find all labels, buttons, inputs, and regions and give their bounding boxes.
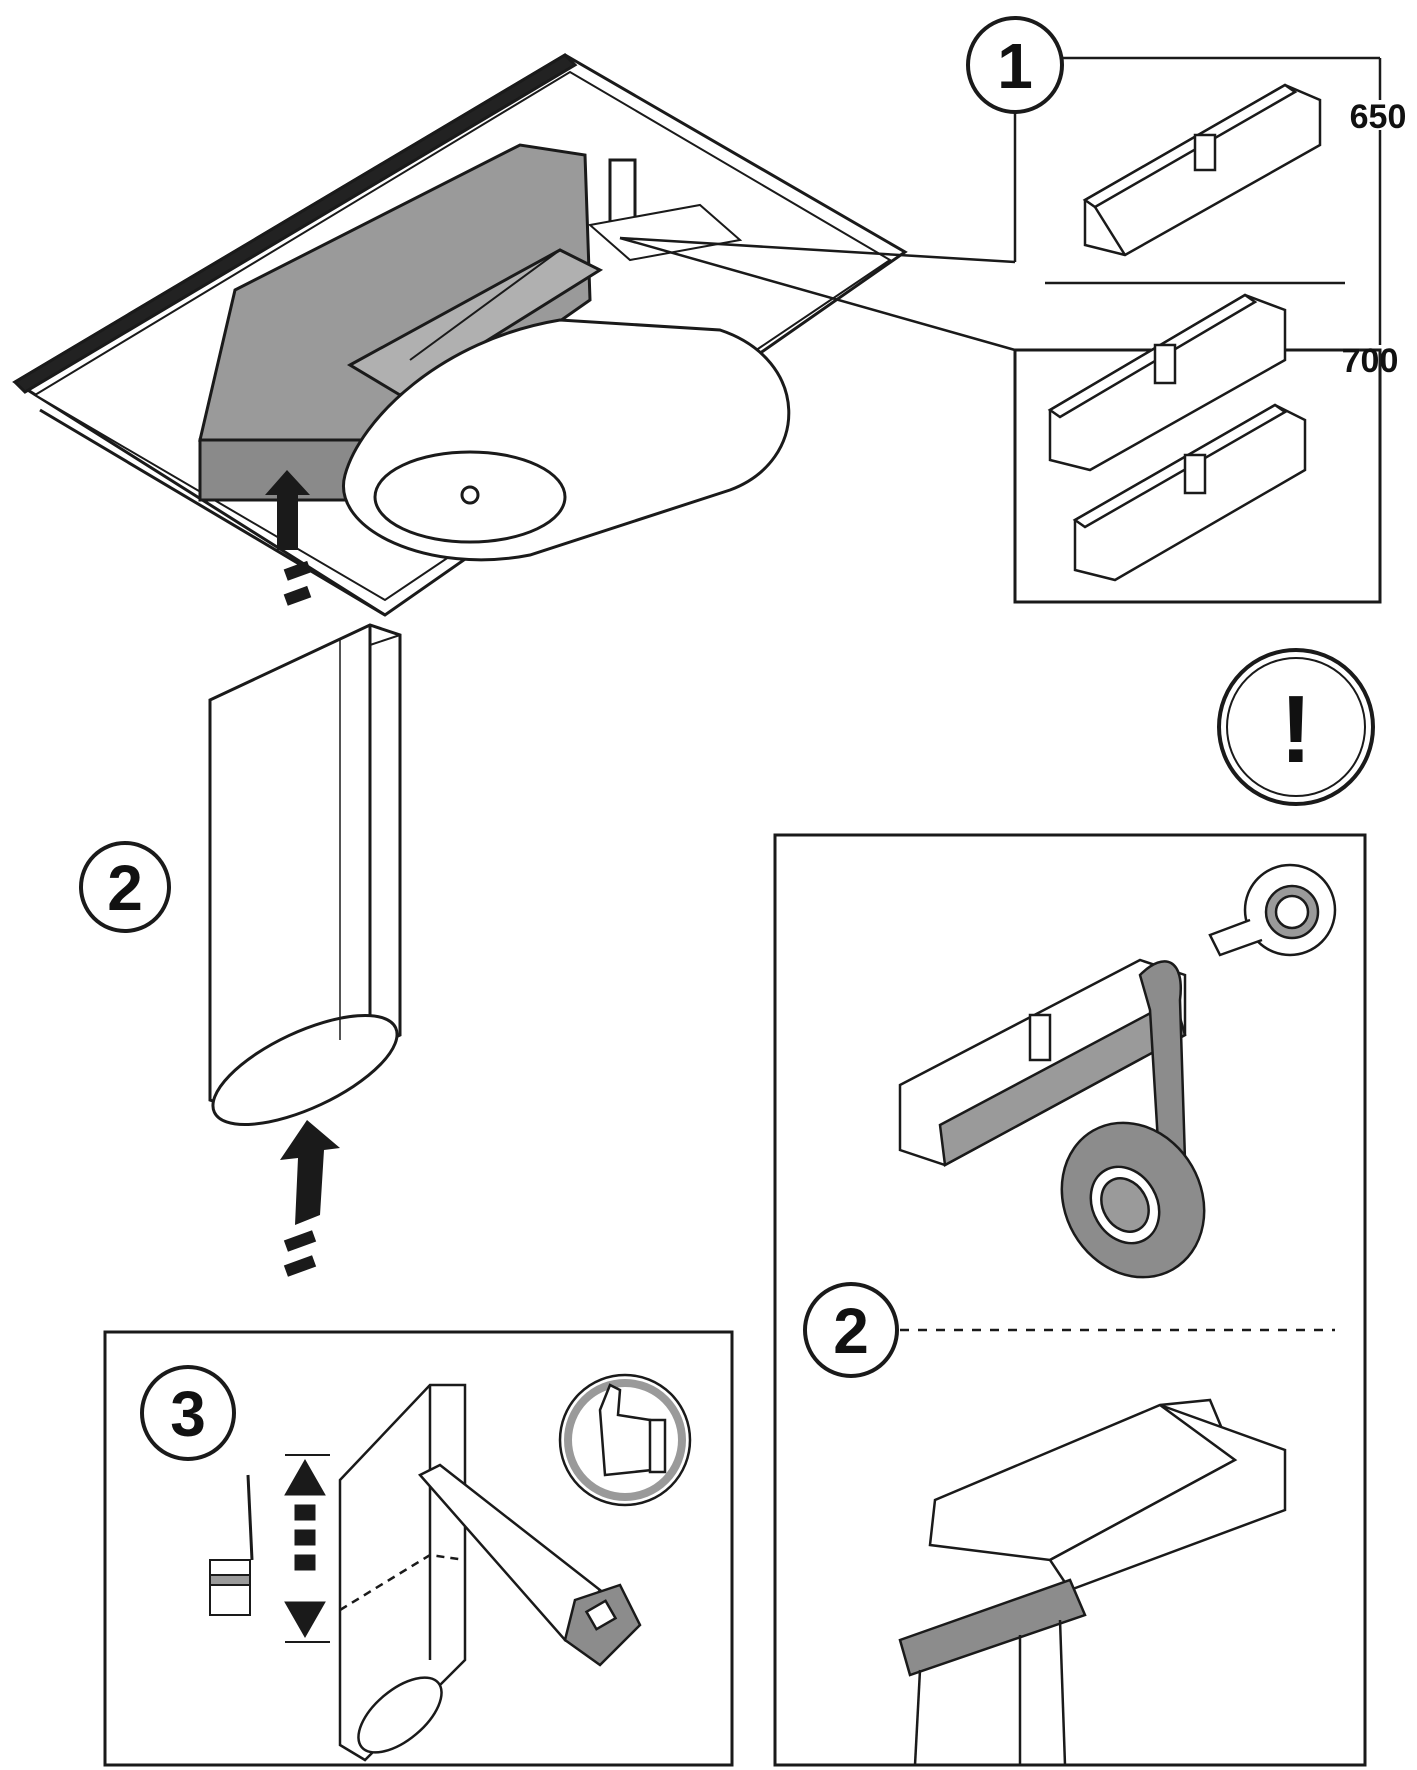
step-2-tape: 2	[803, 1282, 1335, 1378]
flat-duct	[208, 623, 402, 1127]
size-650-label: 650	[1350, 98, 1407, 136]
lower-arrow	[280, 1120, 340, 1277]
step-2-tape-label: 2	[833, 1295, 869, 1367]
size-700-label: 700	[1342, 342, 1399, 380]
step-3-circle	[140, 1365, 236, 1461]
panel-tape-frame	[773, 833, 1367, 1767]
panel-cut-frame	[103, 1330, 734, 1767]
step-1-label: 1	[997, 30, 1033, 102]
warning-sign: !	[1217, 648, 1375, 806]
step-2-main-circle	[79, 841, 171, 933]
step-2-tape-circle	[803, 1282, 899, 1378]
cooktop-unit	[12, 53, 908, 617]
assembled-joint	[898, 1398, 1287, 1766]
exclamation-circle-icon	[1217, 648, 1375, 806]
callout-1: 1 650 700	[966, 16, 1407, 604]
thumbs-up-glove-icon	[558, 1373, 692, 1507]
step-2-main: 2	[79, 841, 171, 933]
panel-tape: 2	[773, 833, 1367, 1767]
saw-icon	[417, 1463, 642, 1667]
adapter-700-b	[1072, 403, 1307, 582]
measuring-tape-icon	[209, 1474, 254, 1616]
step-1-circle	[966, 16, 1064, 114]
step-2-main-label: 2	[107, 852, 143, 924]
tape-roll-dark-icon	[1060, 1121, 1206, 1279]
panel-cut: 3	[103, 1330, 734, 1767]
taped-adapter	[898, 958, 1187, 1178]
upper-arrow	[265, 470, 312, 606]
adapter-650	[1082, 83, 1322, 257]
adapter-700-a	[1047, 293, 1287, 472]
double-arrow-icon	[284, 1454, 330, 1643]
callout-leader-lines	[619, 56, 1382, 602]
warning-symbol: !	[1280, 676, 1312, 783]
step-3-label: 3	[170, 1378, 206, 1450]
duct-piece	[338, 1383, 467, 1762]
tape-roll-icon	[1208, 863, 1337, 957]
step-3: 3	[140, 1365, 236, 1461]
